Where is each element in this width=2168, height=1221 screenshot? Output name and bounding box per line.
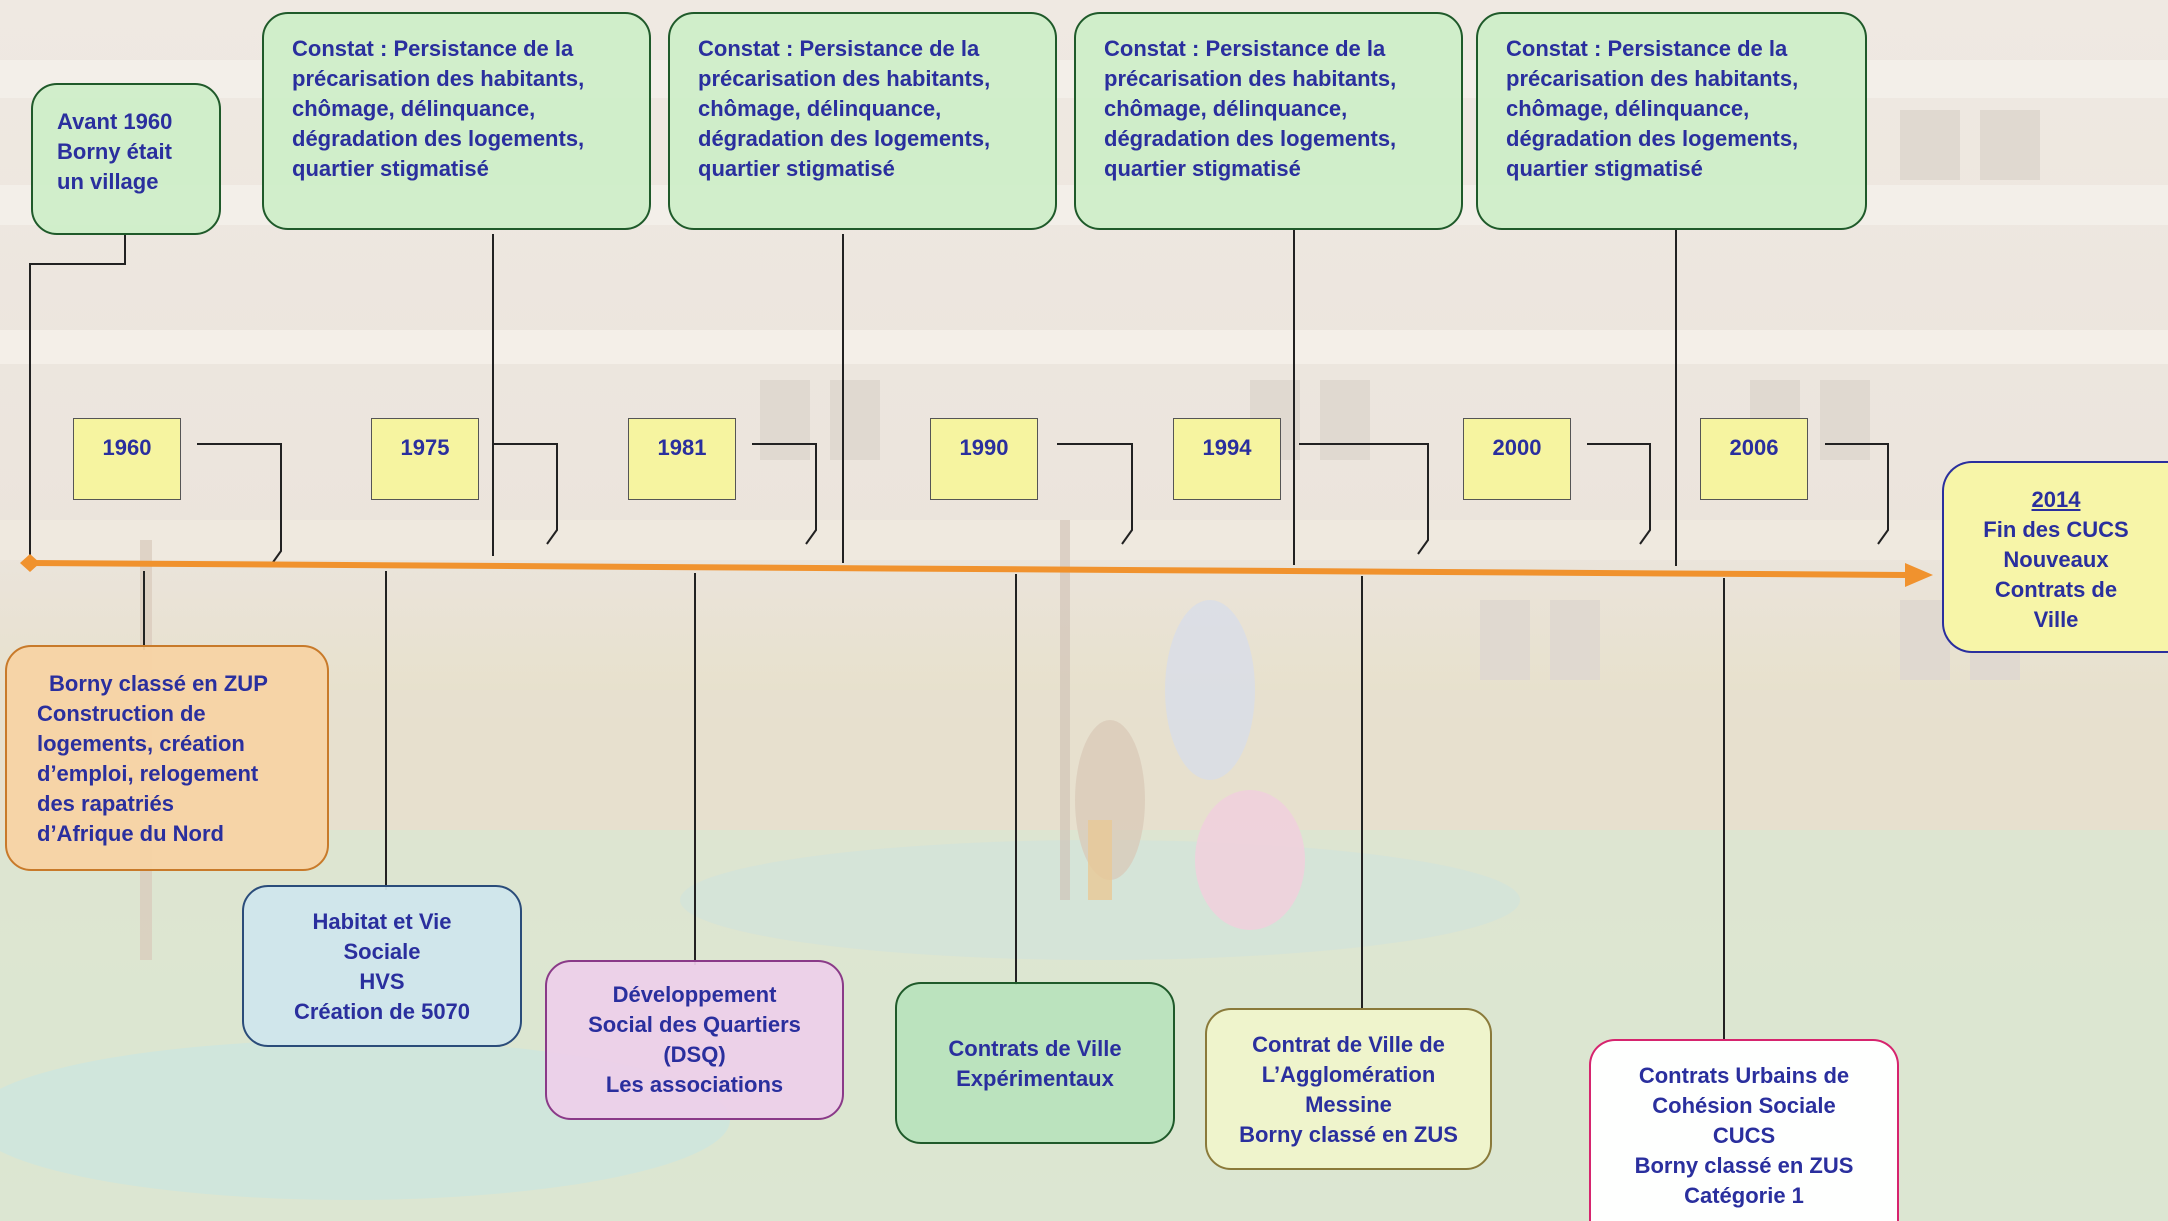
end-2014-line: Fin des CUCS (1983, 517, 2129, 542)
constat-line: dégradation des logements, (1506, 126, 1799, 151)
cva-line: Contrat de Ville de (1252, 1032, 1445, 1057)
constat-line: précarisation des habitants, (1104, 66, 1397, 91)
zup-line: Borny classé en ZUP (49, 671, 268, 696)
end-2014-line: Ville (2033, 607, 2079, 632)
constat-line: quartier stigmatisé (1506, 156, 1703, 181)
end-2014-line: Contrats de (1994, 577, 2118, 602)
zup-line: d’emploi, relogement (37, 761, 259, 786)
cva-line: Borny classé en ZUS (1239, 1122, 1458, 1147)
year-2000: 2000 (1463, 418, 1571, 500)
end-2014-year: 2014 (2031, 487, 2081, 512)
constat-line: quartier stigmatisé (698, 156, 895, 181)
dsq-box: Développement Social des Quartiers (DSQ)… (545, 960, 844, 1120)
constat-line: Constat : Persistance de la (1506, 36, 1788, 61)
constat-line: dégradation des logements, (292, 126, 585, 151)
constat-line: chômage, délinquance, (1104, 96, 1348, 121)
zup-line: d’Afrique du Nord (37, 821, 224, 846)
cucs-line: Contrats Urbains de (1638, 1063, 1850, 1088)
contrats-experimentaux-box: Contrats de Ville Expérimentaux (895, 982, 1175, 1144)
constat-line: précarisation des habitants, (1506, 66, 1799, 91)
constat-box-1: Constat : Persistance de la précarisatio… (262, 12, 651, 230)
constat-box-3: Constat : Persistance de la précarisatio… (1074, 12, 1463, 230)
cucs-line: Cohésion Sociale (1652, 1093, 1836, 1118)
constat-line: Constat : Persistance de la (292, 36, 574, 61)
year-1981: 1981 (628, 418, 736, 500)
hvs-box: Habitat et Vie Sociale HVS Création de 5… (242, 885, 522, 1047)
cva-line: L’Agglomération (1261, 1062, 1436, 1087)
cucs-line: CUCS (1712, 1123, 1776, 1148)
cve-line: Contrats de Ville (948, 1036, 1122, 1061)
constat-line: chômage, délinquance, (698, 96, 942, 121)
end-2014-line: Nouveaux (2003, 547, 2109, 572)
cucs-line: Catégorie 1 (1684, 1183, 1804, 1208)
constat-line: quartier stigmatisé (292, 156, 489, 181)
avant-1960-line: un village (57, 169, 159, 194)
constat-line: quartier stigmatisé (1104, 156, 1301, 181)
hvs-line: HVS (359, 969, 405, 994)
contrat-agglomeration-box: Contrat de Ville de L’Agglomération Mess… (1205, 1008, 1492, 1170)
zup-line: des rapatriés (37, 791, 174, 816)
dsq-line: (DSQ) (663, 1042, 726, 1067)
constat-line: chômage, délinquance, (1506, 96, 1750, 121)
avant-1960-line: Borny était (57, 139, 172, 164)
constat-line: dégradation des logements, (1104, 126, 1397, 151)
constat-box-2: Constat : Persistance de la précarisatio… (668, 12, 1057, 230)
cucs-box: Contrats Urbains de Cohésion Sociale CUC… (1589, 1039, 1899, 1221)
constat-line: précarisation des habitants, (292, 66, 585, 91)
avant-1960-box: Avant 1960 Borny était un village (31, 83, 221, 235)
constat-line: précarisation des habitants, (698, 66, 991, 91)
hvs-line: Sociale (343, 939, 421, 964)
dsq-line: Développement (612, 982, 777, 1007)
end-2014-box: 2014 Fin des CUCS Nouveaux Contrats de V… (1942, 461, 2168, 653)
avant-1960-line: Avant 1960 (57, 109, 173, 134)
year-1994: 1994 (1173, 418, 1281, 500)
year-2006: 2006 (1700, 418, 1808, 500)
year-1975: 1975 (371, 418, 479, 500)
timeline-arrow (20, 554, 1933, 587)
constat-box-4: Constat : Persistance de la précarisatio… (1476, 12, 1867, 230)
cucs-line: Borny classé en ZUS (1634, 1153, 1854, 1178)
cva-line: Messine (1305, 1092, 1392, 1117)
hvs-line: Habitat et Vie (312, 909, 452, 934)
year-1990: 1990 (930, 418, 1038, 500)
constat-line: Constat : Persistance de la (1104, 36, 1386, 61)
zup-line: logements, création (37, 731, 245, 756)
zup-line: Construction de (37, 701, 206, 726)
cve-line: Expérimentaux (956, 1066, 1114, 1091)
hvs-line: Création de 5070 (293, 999, 471, 1024)
dsq-line: Les associations (605, 1072, 784, 1097)
year-1960: 1960 (73, 418, 181, 500)
constat-line: dégradation des logements, (698, 126, 991, 151)
constat-line: chômage, délinquance, (292, 96, 536, 121)
zup-box: Borny classé en ZUP Construction de loge… (5, 645, 329, 871)
dsq-line: Social des Quartiers (588, 1012, 801, 1037)
constat-line: Constat : Persistance de la (698, 36, 980, 61)
